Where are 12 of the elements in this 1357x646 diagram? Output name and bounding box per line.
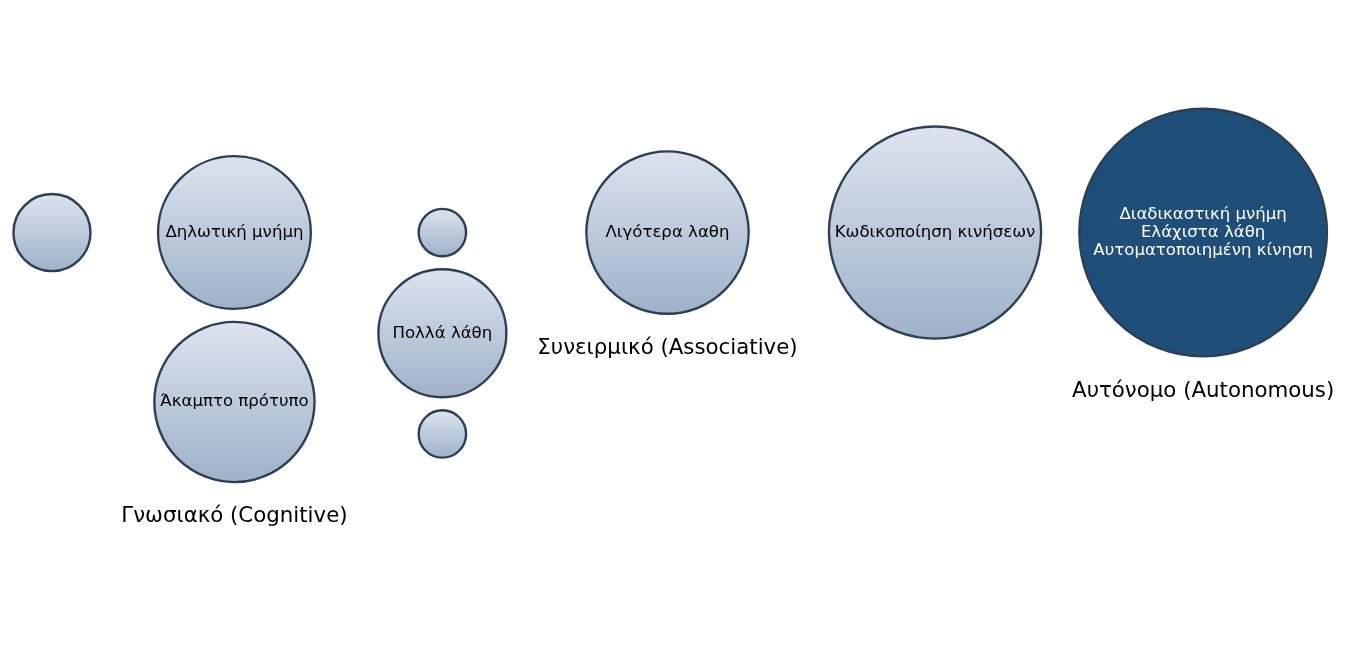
node-circle: Κωδικοποίηση κινήσεων xyxy=(827,124,1043,340)
node-circle xyxy=(12,192,92,272)
node-circle: Διαδικαστική μνήμη Ελάχιστα λάθη Αυτοματοποιημένη κίνηση xyxy=(1078,107,1329,358)
node-circle xyxy=(417,408,468,459)
node-circle: Λιγότερα λαθη xyxy=(585,149,750,315)
node-circle: Πολλά λάθη xyxy=(377,267,508,398)
label: Γνωσιακό (Cognitive) xyxy=(121,501,348,527)
label: Συνειρμικό (Associative) xyxy=(537,333,798,359)
node-circle xyxy=(417,207,468,257)
node-circle: Άκαμπτο πρότυπο xyxy=(153,320,316,483)
node-circle: Δηλωτική μνήμη xyxy=(156,154,312,310)
label: Αυτόνομο (Autonomous) xyxy=(1072,376,1335,402)
